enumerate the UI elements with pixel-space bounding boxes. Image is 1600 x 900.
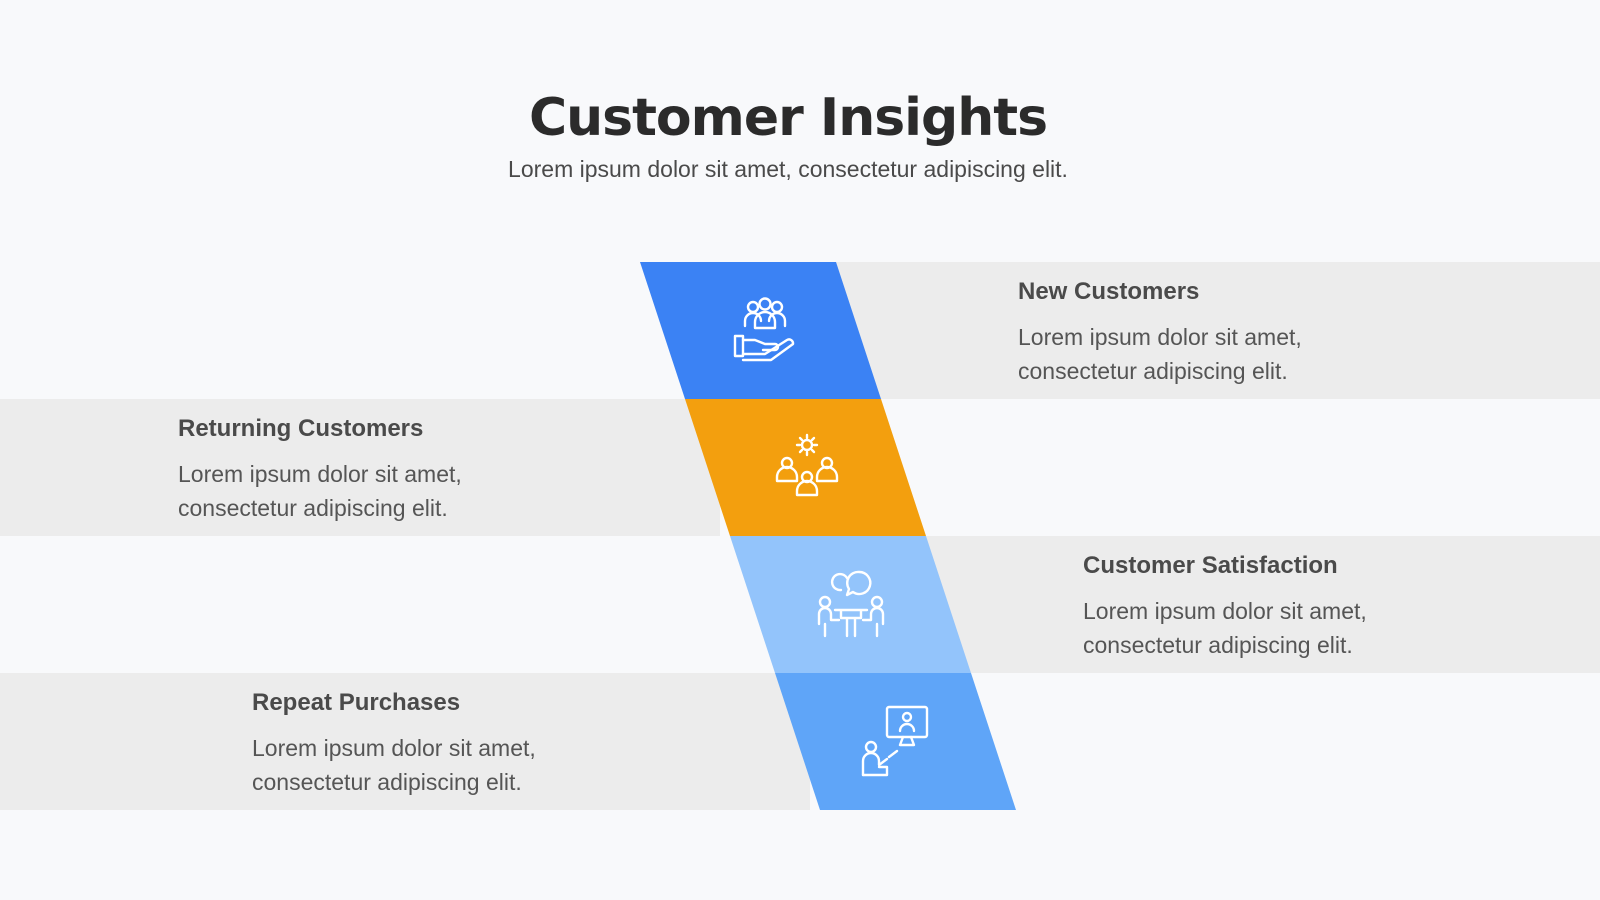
band-new-customers	[836, 262, 1600, 399]
item-description: Lorem ipsum dolor sit amet, consectetur …	[1018, 320, 1378, 388]
item-new-customers: New Customers Lorem ipsum dolor sit amet…	[1018, 278, 1378, 388]
band-returning-customers	[0, 399, 720, 536]
description-line: Lorem ipsum dolor sit amet,	[1018, 324, 1302, 350]
item-heading: Returning Customers	[178, 415, 424, 442]
item-returning-customers: Returning Customers Lorem ipsum dolor si…	[178, 415, 538, 525]
band-repeat-purchases	[0, 673, 810, 810]
description-line: consectetur adipiscing elit.	[252, 769, 522, 795]
presentation-screen-icon	[853, 701, 933, 781]
page-subtitle: Lorem ipsum dolor sit amet, consectetur …	[508, 156, 1068, 182]
item-heading: Repeat Purchases	[252, 689, 461, 716]
segment-returning-customers	[685, 399, 926, 536]
description-line: consectetur adipiscing elit.	[178, 495, 448, 521]
team-gear-icon	[767, 427, 847, 507]
item-customer-satisfaction: Customer Satisfaction Lorem ipsum dolor …	[1083, 552, 1443, 662]
band-customer-satisfaction	[926, 536, 1600, 673]
item-description: Lorem ipsum dolor sit amet, consectetur …	[178, 457, 538, 525]
meeting-chat-icon	[811, 564, 891, 644]
description-line: Lorem ipsum dolor sit amet,	[1083, 598, 1367, 624]
description-line: consectetur adipiscing elit.	[1083, 632, 1353, 658]
item-heading: New Customers	[1018, 278, 1200, 305]
hand-holding-people-icon	[725, 290, 805, 370]
item-heading: Customer Satisfaction	[1083, 552, 1338, 579]
segment-repeat-purchases	[775, 673, 1016, 810]
segment-new-customers	[640, 262, 881, 399]
description-line: consectetur adipiscing elit.	[1018, 358, 1288, 384]
item-description: Lorem ipsum dolor sit amet, consectetur …	[1083, 594, 1443, 662]
description-line: Lorem ipsum dolor sit amet,	[252, 735, 536, 761]
description-line: Lorem ipsum dolor sit amet,	[178, 461, 462, 487]
item-repeat-purchases: Repeat Purchases Lorem ipsum dolor sit a…	[252, 689, 612, 799]
page-title: Customer Insights	[528, 88, 1048, 148]
segment-customer-satisfaction	[730, 536, 971, 673]
item-description: Lorem ipsum dolor sit amet, consectetur …	[252, 731, 612, 799]
